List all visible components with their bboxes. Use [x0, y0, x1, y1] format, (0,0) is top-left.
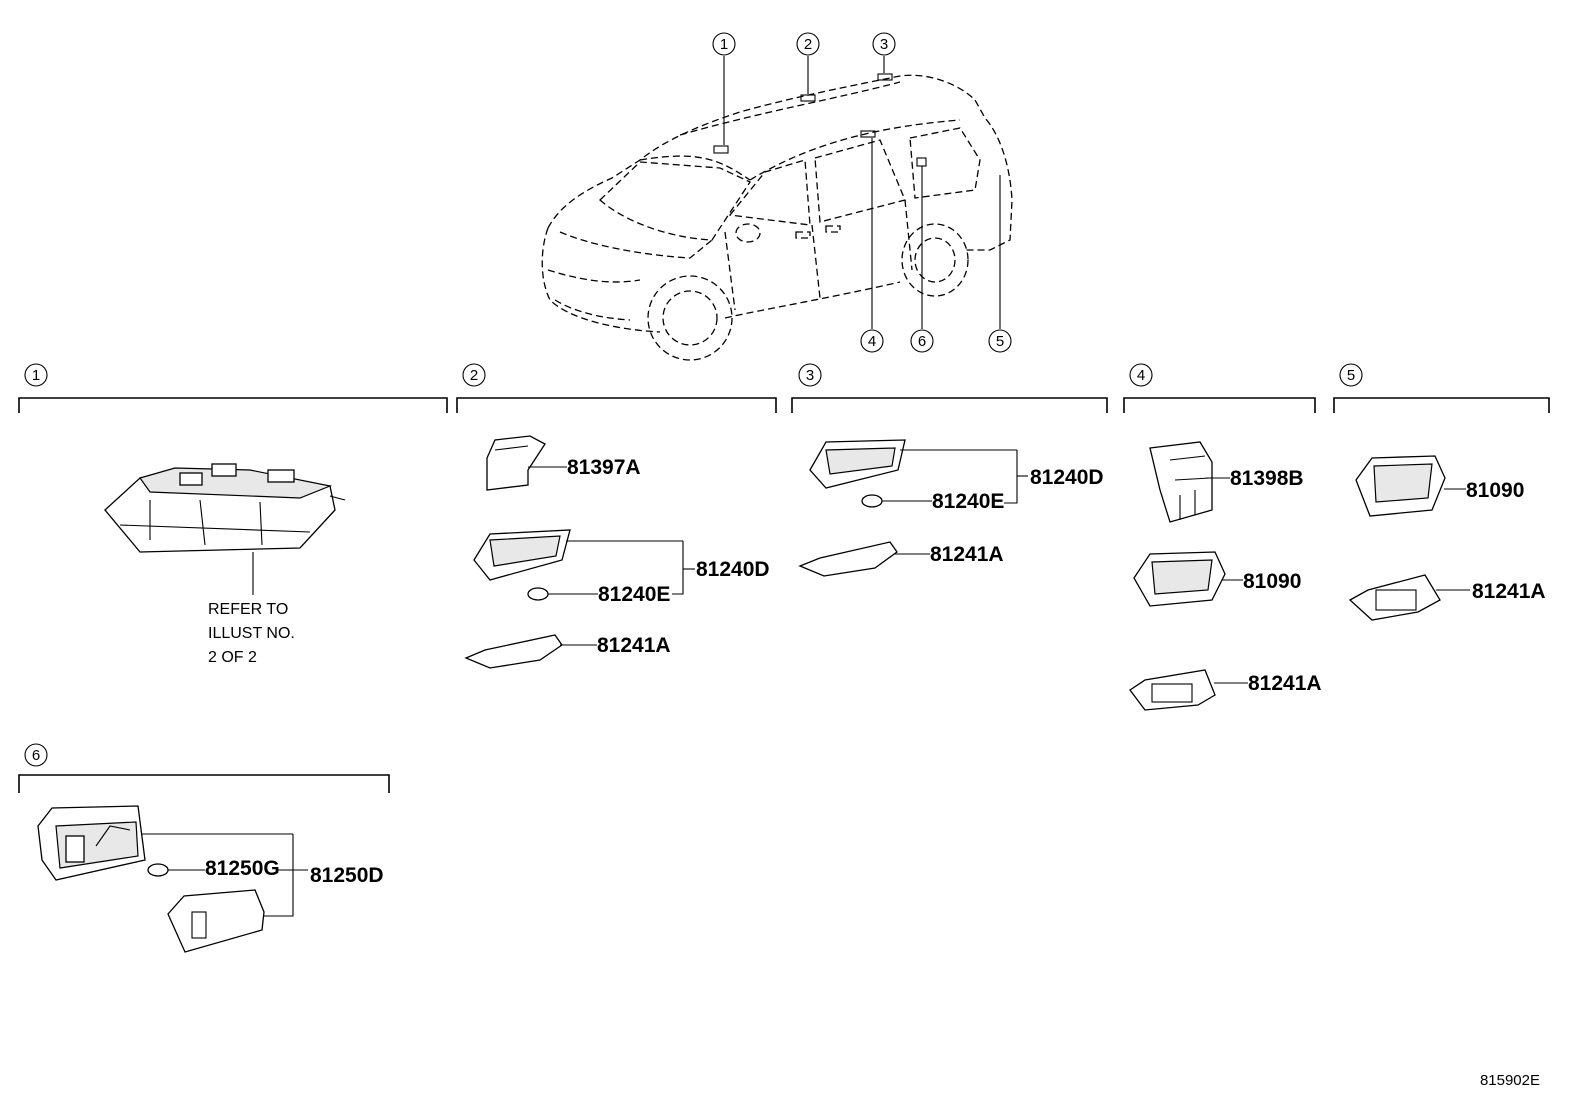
part-81397A-bracket [486, 435, 567, 491]
note-line-3: 2 OF 2 [208, 649, 257, 666]
svg-text:3: 3 [880, 36, 888, 53]
section-2: 2 81397A 81240E 81240D 81241A [456, 363, 777, 669]
section-4: 4 81398B 81090 81241A [1123, 363, 1322, 711]
vehicle-callout-4: 4 [860, 329, 884, 353]
vehicle-illustration [541, 56, 1013, 361]
vehicle-callout-3: 3 [872, 32, 896, 56]
part-number-81397A: 81397A [567, 456, 641, 479]
part-number-81398B: 81398B [1230, 467, 1304, 490]
part-number-81241A: 81241A [930, 543, 1004, 566]
section-3-number: 3 [806, 367, 814, 384]
section-3: 3 81240E 81240D 81241A [791, 363, 1108, 577]
section-1-number: 1 [32, 367, 40, 384]
part-81240D-lamp [473, 529, 683, 581]
overhead-console [104, 463, 346, 595]
part-81241A-lens [798, 541, 930, 577]
vehicle-callout-1: 1 [712, 32, 736, 56]
svg-text:5: 5 [996, 333, 1004, 350]
part-81398B-connector [1149, 441, 1230, 523]
part-81241A-lens [1129, 669, 1248, 711]
section-6-number: 6 [32, 747, 40, 764]
svg-text:1: 1 [720, 36, 728, 53]
part-81250D-lamp [37, 805, 293, 881]
part-81090-lamp-assy [1355, 455, 1466, 517]
section-4-number: 4 [1137, 367, 1145, 384]
part-number-81240E: 81240E [598, 583, 670, 606]
vehicle-callout-6: 6 [910, 329, 934, 353]
vehicle-callout-2: 2 [796, 32, 820, 56]
part-number-81240E: 81240E [932, 490, 1004, 513]
section-2-number: 2 [470, 367, 478, 384]
illustration-id: 815902E [1480, 1072, 1540, 1089]
part-81240E-bulb [527, 587, 598, 601]
part-number-81250D: 81250D [310, 864, 384, 887]
part-number-81241A: 81241A [1472, 580, 1546, 603]
svg-text:6: 6 [918, 333, 926, 350]
section-6: 6 81250G 81250D [18, 743, 390, 953]
section-5-number: 5 [1347, 367, 1355, 384]
part-number-81240D: 81240D [696, 558, 770, 581]
vehicle-callout-5: 5 [988, 329, 1012, 353]
part-81250D-lens [167, 889, 265, 953]
note-line-2: ILLUST NO. [208, 625, 295, 642]
svg-text:2: 2 [804, 36, 812, 53]
section-1: 1 REFER TO ILLUST NO. 2 OF 2 [18, 363, 448, 666]
part-number-81090: 81090 [1466, 479, 1524, 502]
part-number-81241A: 81241A [597, 634, 671, 657]
part-number-81240D: 81240D [1030, 466, 1104, 489]
part-81241A-lens [1348, 574, 1470, 621]
part-number-81250G: 81250G [205, 857, 280, 880]
part-81241A-lens [464, 634, 597, 669]
part-81090-lamp-assy [1133, 551, 1243, 607]
part-81240D-lamp [809, 439, 1017, 489]
section-5: 5 81090 81241A [1333, 363, 1550, 621]
note-line-1: REFER TO [208, 601, 288, 618]
part-number-81090: 81090 [1243, 570, 1301, 593]
part-number-81241A: 81241A [1248, 672, 1322, 695]
part-81250G-bulb [147, 863, 205, 877]
part-81240E-bulb [861, 494, 932, 508]
svg-text:4: 4 [868, 333, 876, 350]
